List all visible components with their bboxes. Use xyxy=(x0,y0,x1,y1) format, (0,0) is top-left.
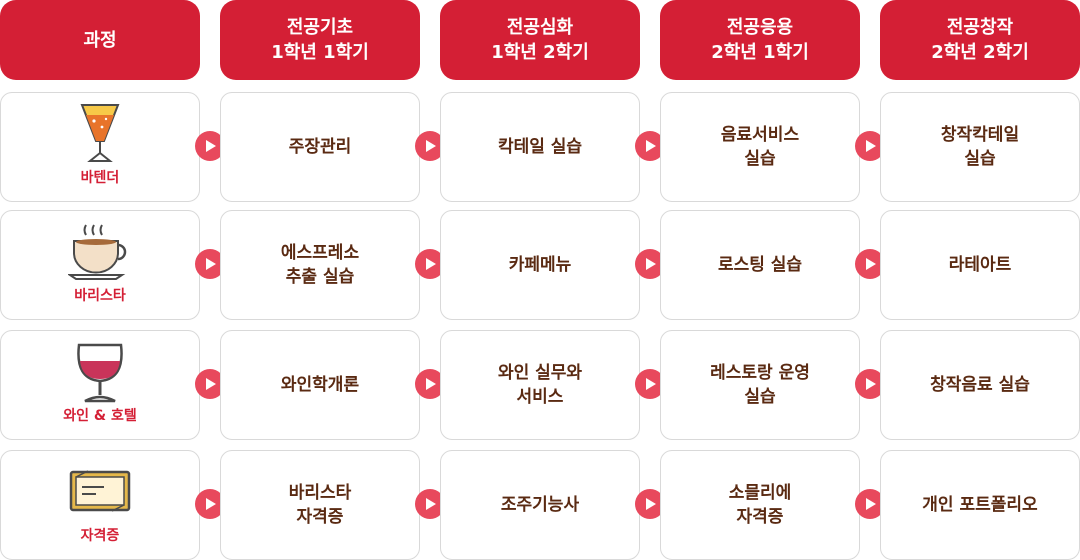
row-label-text: 와인 & 호텔 xyxy=(63,408,137,424)
coffee-cup-icon xyxy=(66,221,132,285)
course-text: 서비스 xyxy=(516,387,564,407)
stage-term: 1학년 2학기 xyxy=(491,42,589,63)
course-text: 에스프레소 xyxy=(280,243,360,263)
course-text: 칵테일 실습 xyxy=(497,137,583,157)
course-text: 카페메뉴 xyxy=(508,255,572,275)
course-text: 소믈리에 xyxy=(728,483,792,503)
course-cell: 로스팅 실습 xyxy=(660,210,860,320)
course-cell: 라테아트 xyxy=(880,210,1080,320)
course-text: 바리스타 xyxy=(288,483,352,503)
row-label-text: 자격증 xyxy=(80,528,120,544)
row-label-certificate: 자격증 xyxy=(0,450,200,560)
course-cell: 와인학개론 xyxy=(220,330,420,440)
course-cell: 카페메뉴 xyxy=(440,210,640,320)
header-stage-3: 전공응용 2학년 1학기 xyxy=(660,0,860,80)
stage-term: 2학년 2학기 xyxy=(931,42,1029,63)
course-text: 창작칵테일 xyxy=(940,125,1020,145)
header-stage-2: 전공심화 1학년 2학기 xyxy=(440,0,640,80)
stage-name: 전공기초 xyxy=(286,17,354,38)
course-text: 개인 포트폴리오 xyxy=(922,495,1038,515)
stage-name: 전공심화 xyxy=(506,17,574,38)
course-cell: 칵테일 실습 xyxy=(440,92,640,202)
course-text: 로스팅 실습 xyxy=(717,255,803,275)
certificate-icon xyxy=(68,469,132,517)
course-text: 실습 xyxy=(964,149,996,169)
course-text: 라테아트 xyxy=(948,255,1012,275)
course-cell: 창작음료 실습 xyxy=(880,330,1080,440)
course-text: 주장관리 xyxy=(288,137,352,157)
course-text: 실습 xyxy=(744,149,776,169)
course-text: 자격증 xyxy=(296,507,344,527)
cocktail-glass-icon xyxy=(78,101,122,169)
course-text: 실습 xyxy=(744,387,776,407)
header-course: 과정 xyxy=(0,0,200,80)
row-label-barista: 바리스타 xyxy=(0,210,200,320)
course-text: 조주기능사 xyxy=(500,495,580,515)
course-text: 추출 실습 xyxy=(285,267,355,287)
stage-name: 전공응용 xyxy=(726,17,794,38)
course-cell: 주장관리 xyxy=(220,92,420,202)
stage-term: 2학년 1학기 xyxy=(711,42,809,63)
course-cell: 조주기능사 xyxy=(440,450,640,560)
course-text: 와인학개론 xyxy=(280,375,360,395)
course-cell: 개인 포트폴리오 xyxy=(880,450,1080,560)
row-label-bartender: 바텐더 xyxy=(0,92,200,202)
stage-name: 전공창작 xyxy=(946,17,1014,38)
row-label-wine-hotel: 와인 & 호텔 xyxy=(0,330,200,440)
stage-term: 1학년 1학기 xyxy=(271,42,369,63)
header-course-label: 과정 xyxy=(83,29,117,51)
course-text: 음료서비스 xyxy=(720,125,800,145)
wine-glass-icon xyxy=(73,339,127,409)
course-text: 자격증 xyxy=(736,507,784,527)
course-text: 레스토랑 운영 xyxy=(710,363,810,383)
row-label-text: 바텐더 xyxy=(80,170,120,186)
header-stage-1: 전공기초 1학년 1학기 xyxy=(220,0,420,80)
header-stage-4: 전공창작 2학년 2학기 xyxy=(880,0,1080,80)
course-text: 와인 실무와 xyxy=(497,363,583,383)
row-label-text: 바리스타 xyxy=(74,288,126,304)
course-text: 창작음료 실습 xyxy=(930,375,1030,395)
